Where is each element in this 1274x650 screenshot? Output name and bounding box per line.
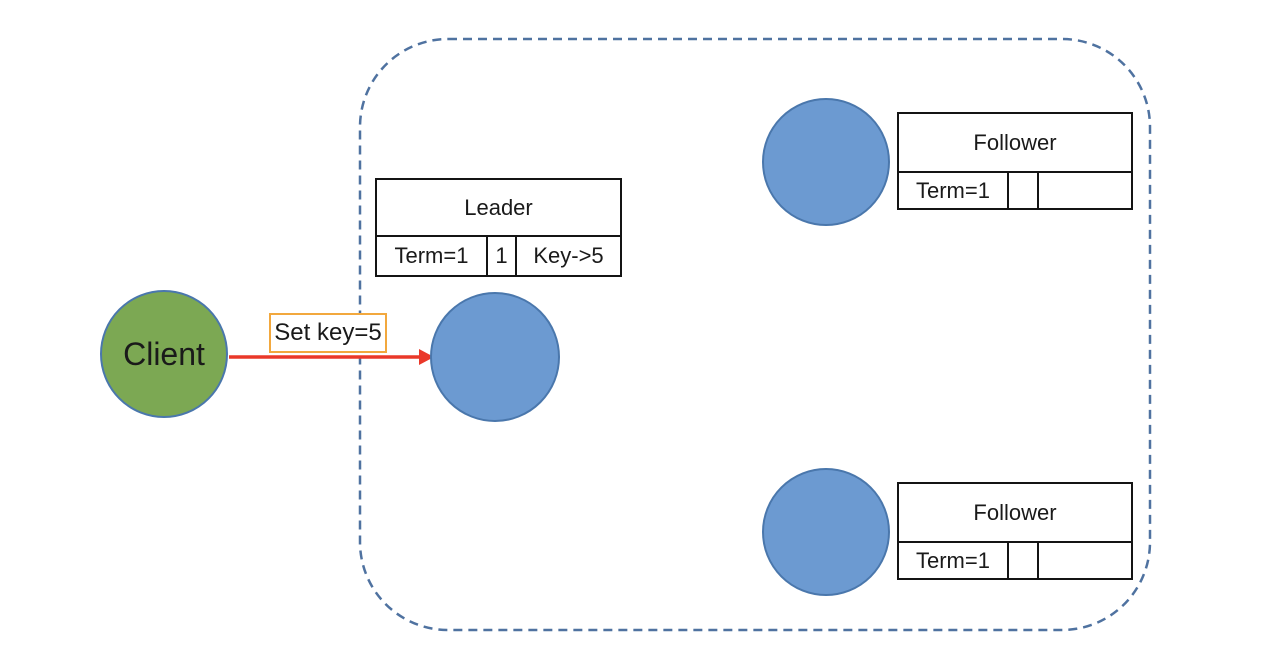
follower-log-entry-cell <box>1039 173 1131 208</box>
leader-term-cell: Term=1 <box>377 237 488 275</box>
follower-state-table-top: Follower Term=1 <box>897 112 1133 210</box>
follower-term-cell: Term=1 <box>899 543 1009 578</box>
client-label: Client <box>123 335 205 372</box>
request-arrow <box>229 349 434 365</box>
leader-table-row: Term=1 1 Key->5 <box>377 237 620 275</box>
follower-log-entry-cell <box>1039 543 1131 578</box>
follower-table-title: Follower <box>899 114 1131 173</box>
follower-table-row: Term=1 <box>899 543 1131 578</box>
follower-table-row: Term=1 <box>899 173 1131 208</box>
leader-log-entry-cell: Key->5 <box>533 243 604 268</box>
cluster-boundary <box>358 37 1152 632</box>
follower-node-top <box>762 98 890 226</box>
follower-state-table-bottom: Follower Term=1 <box>897 482 1133 580</box>
leader-node <box>430 292 560 422</box>
leader-table-title: Leader <box>377 180 620 237</box>
follower-log-index-cell <box>1009 543 1039 578</box>
client-node: Client <box>100 290 228 418</box>
request-message-box: Set key=5 <box>269 313 387 353</box>
leader-state-table: Leader Term=1 1 Key->5 <box>375 178 622 277</box>
follower-node-bottom <box>762 468 890 596</box>
follower-term-cell: Term=1 <box>899 173 1009 208</box>
request-message-label: Set key=5 <box>274 319 382 346</box>
follower-table-title: Follower <box>899 484 1131 543</box>
follower-log-index-cell <box>1009 173 1039 208</box>
leader-log-index-cell: 1 <box>488 237 517 275</box>
